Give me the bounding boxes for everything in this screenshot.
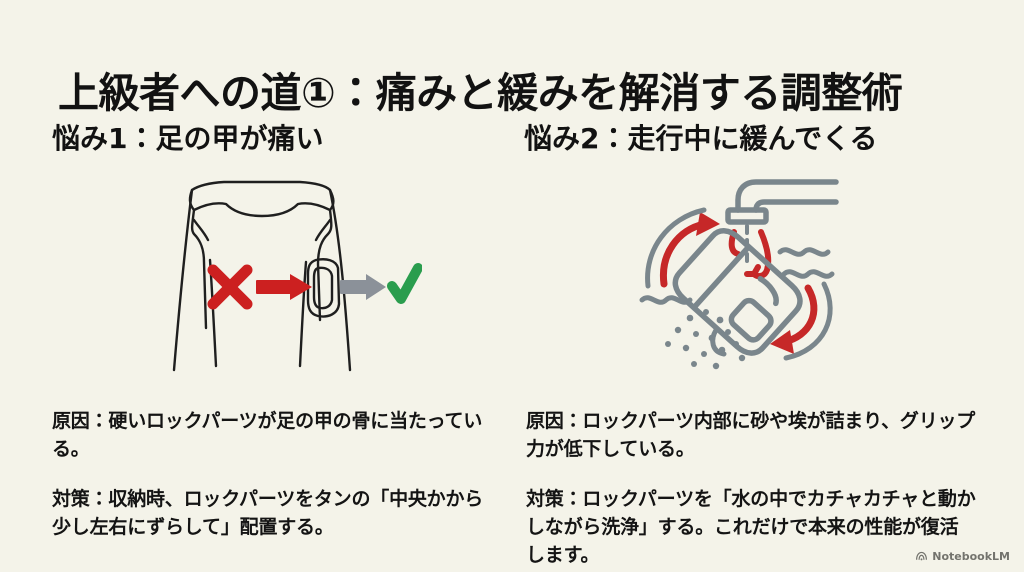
countermeasure-text-problem-1: 対策：収納時、ロックパーツをタンの「中央かから少し左右にずらして」配置する。: [52, 488, 484, 539]
cause-text-problem-2: 原因：ロックパーツ内部に砂や埃が詰まり、グリップ力が低下している。: [526, 410, 976, 461]
gray-arc-right: [783, 281, 833, 361]
gray-arrow: [340, 274, 386, 300]
red-motion-arrows: [728, 229, 772, 280]
dirt-particles: [665, 309, 746, 370]
gray-arc-left: [645, 207, 707, 289]
cause-text-problem-1: 原因：硬いロックパーツが足の甲の骨に当たっている。: [52, 410, 483, 461]
shoe-outer-left-edge: [172, 188, 194, 372]
page-title: 上級者への道①：痛みと緩みを解消する調整術: [58, 69, 903, 118]
green-check-mark: [387, 263, 422, 304]
notebooklm-watermark: NotebookLM: [915, 550, 1010, 563]
lock-part: [672, 228, 803, 356]
red-cross-mark: [207, 264, 253, 310]
red-arrowhead-left: [696, 212, 720, 236]
shoe-outer-right-edge: [328, 188, 352, 372]
countermeasure-text-problem-2: 対策：ロックパーツを「水の中でカチャカチャと動かしながら洗浄」する。これだけで本…: [526, 488, 976, 567]
red-arrow: [256, 274, 312, 300]
tongue-right-crease: [314, 218, 332, 242]
tongue-right-fold: [316, 208, 333, 322]
section-heading-problem-2: 悩み2：走行中に緩んでくる: [524, 122, 878, 155]
faucet-icon: [725, 179, 839, 225]
shoe-tongue-lock-position-diagram: [150, 168, 422, 380]
red-arc-arrow-left: [659, 220, 708, 288]
water-wave-lines: [639, 247, 835, 305]
lock-part: [306, 258, 341, 318]
tongue-left-crease: [192, 218, 210, 242]
tongue-center-right-line: [298, 260, 308, 368]
notebooklm-icon: [915, 550, 928, 563]
faucet-washing-lock-part-diagram: [624, 168, 900, 372]
column-problem-1: 悩み1：足の甲が痛い: [52, 122, 500, 156]
shoe-collar-opening: [188, 180, 335, 218]
red-arrowhead-right: [770, 330, 794, 354]
section-heading-problem-1: 悩み1：足の甲が痛い: [52, 122, 324, 155]
notebooklm-label: NotebookLM: [932, 550, 1010, 563]
column-problem-2: 悩み2：走行中に緩んでくる: [524, 122, 976, 156]
tongue-left-fold: [190, 208, 208, 330]
